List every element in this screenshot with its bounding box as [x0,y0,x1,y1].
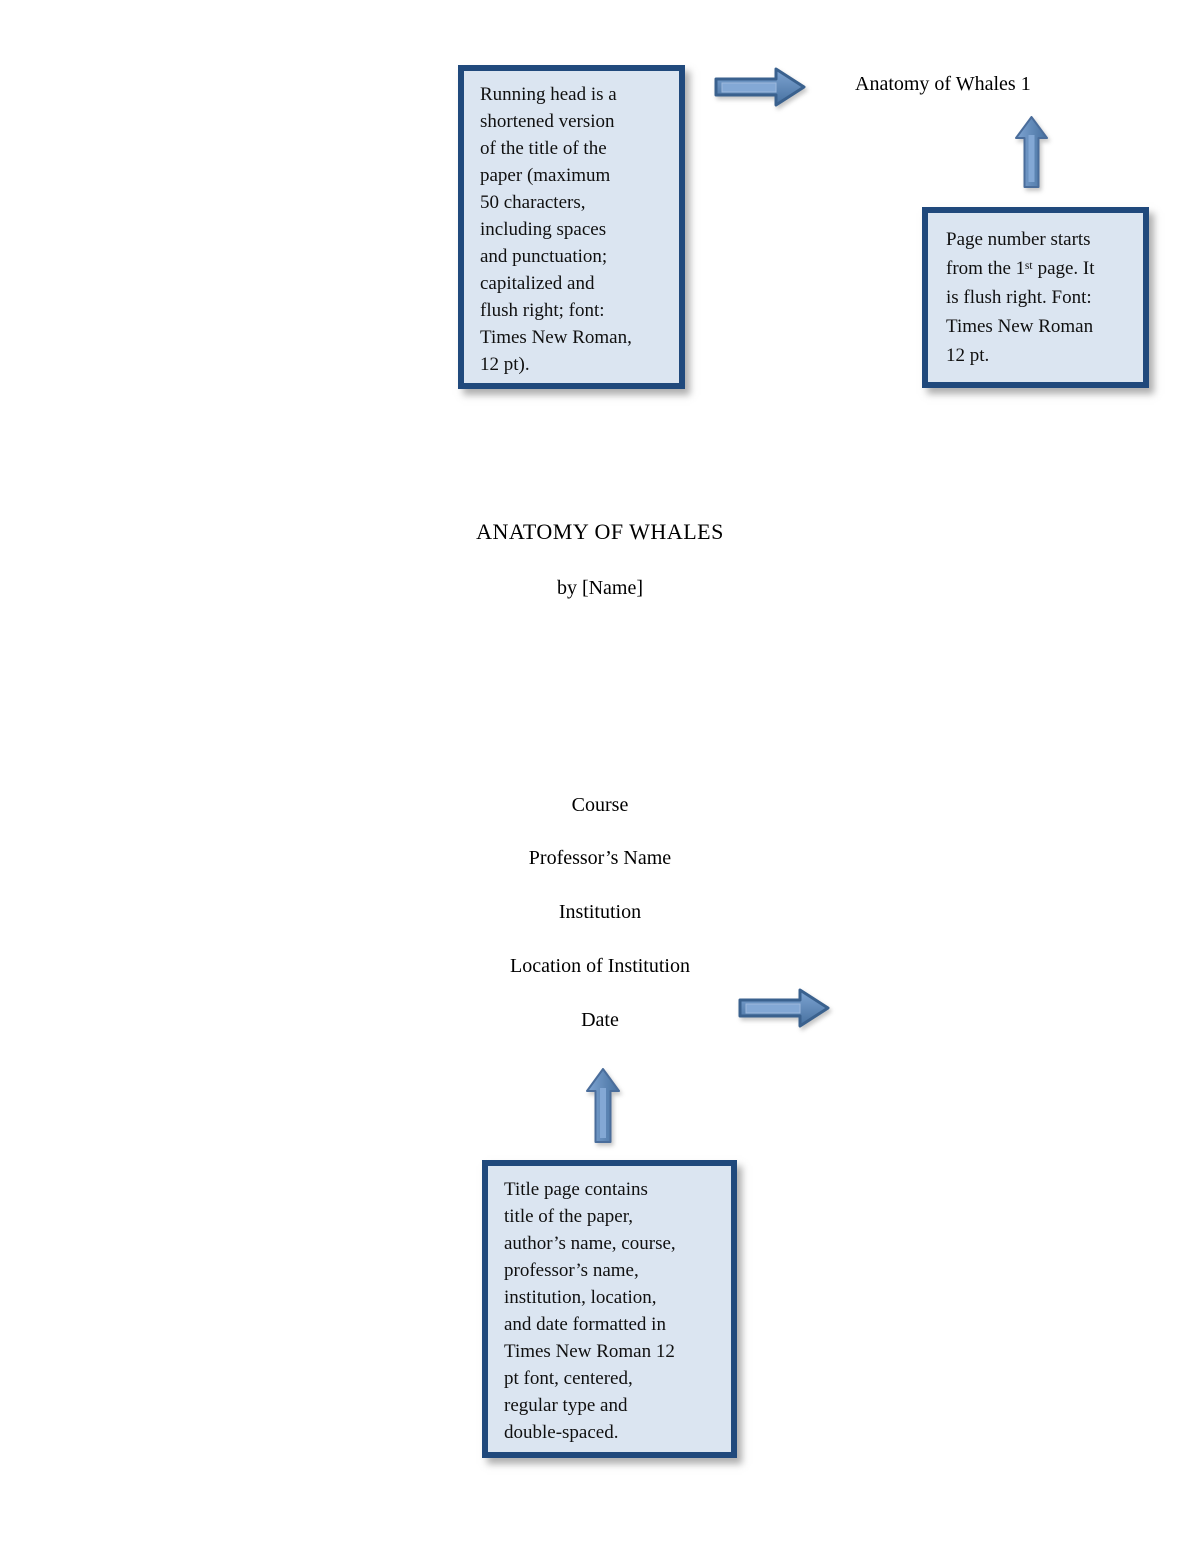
up-arrow-icon [584,1066,622,1145]
running-head-note-text: Running head is a shortened version of t… [480,84,632,375]
paper-title: ANATOMY OF WHALES [476,519,724,544]
field-institution: Institution [558,901,642,923]
running-head-text: Anatomy of Whales 1 [855,73,1031,95]
title-page-note-text: Title page contains title of the paper, … [504,1179,676,1443]
field-course: Course [571,794,629,816]
field-professor-name: Professor’s Name [528,847,672,869]
right-arrow-icon [712,64,809,110]
right-arrow-icon [736,985,833,1031]
callout-title-page-note: Title page contains title of the paper, … [482,1160,737,1458]
callout-page-number-note: Page number starts from the 1ˢᵗ page. It… [922,207,1149,388]
page-number-note-text: Page number starts from the 1ˢᵗ page. It… [946,229,1095,366]
field-location-of-institution: Location of Institution [510,955,690,977]
callout-running-head-note: Running head is a shortened version of t… [458,65,685,389]
field-date: Date [581,1009,619,1031]
up-arrow-icon [1013,114,1050,190]
paper-byline: by [Name] [556,577,644,599]
